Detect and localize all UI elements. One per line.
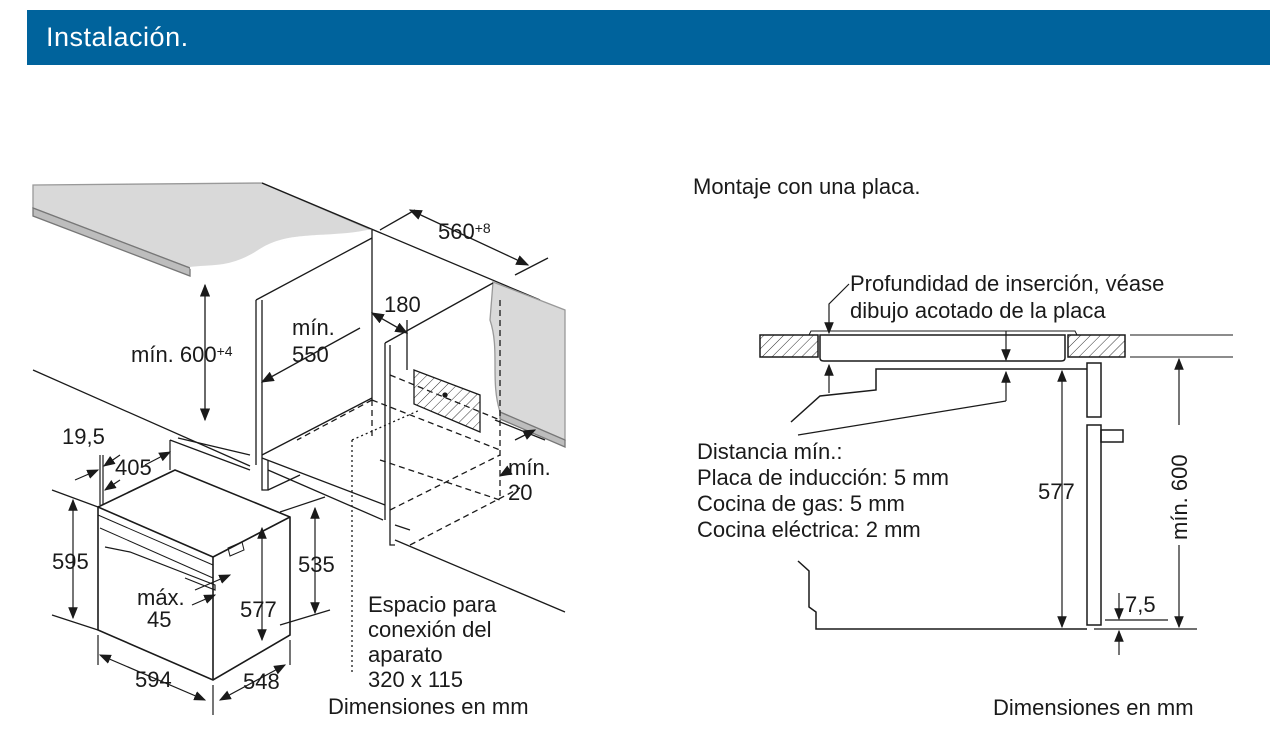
dim-595: 595 xyxy=(52,549,89,574)
dim-min-600: mín. 600+4 xyxy=(131,342,233,367)
connection-space-note: Espacio para conexión del aparato 320 x … xyxy=(368,592,497,692)
dim-548: 548 xyxy=(243,669,280,694)
dim-7-5: 7,5 xyxy=(1125,592,1156,617)
units-note-left: Dimensiones en mm xyxy=(328,694,529,719)
dim-577-right: 577 xyxy=(1038,479,1075,504)
niche-cabinet-drawing xyxy=(32,182,566,672)
min-distance-note: Distancia mín.: Placa de inducción: 5 mm… xyxy=(697,439,949,542)
dim-min-550-label: mín. xyxy=(292,315,335,340)
section-title: Instalación. xyxy=(46,22,189,52)
insertion-depth-note: Profundidad de inserción, véase dibujo a… xyxy=(850,271,1165,323)
dim-577: 577 xyxy=(240,597,277,622)
dim-min-20-value: 20 xyxy=(508,480,533,505)
dim-cabinet-width: 560+8 xyxy=(438,219,491,244)
dim-max-45-label: máx. xyxy=(137,585,185,610)
dim-min-600-right: mín. 600 xyxy=(1167,454,1192,540)
oven-drawing xyxy=(51,440,331,715)
dim-min-550-value: 550 xyxy=(292,342,329,367)
units-note-right: Dimensiones en mm xyxy=(993,695,1194,720)
right-diagram-title: Montaje con una placa. xyxy=(693,174,921,199)
dim-min-20-label: mín. xyxy=(508,455,551,480)
dim-19-5: 19,5 xyxy=(62,424,105,449)
dim-max-45-value: 45 xyxy=(147,607,172,632)
dim-535: 535 xyxy=(298,552,335,577)
dim-180: 180 xyxy=(384,292,421,317)
hob-section-drawing xyxy=(759,283,1233,655)
section-header: Instalación. xyxy=(27,10,1270,65)
dim-594: 594 xyxy=(135,667,172,692)
dim-405: 405 xyxy=(115,455,152,480)
